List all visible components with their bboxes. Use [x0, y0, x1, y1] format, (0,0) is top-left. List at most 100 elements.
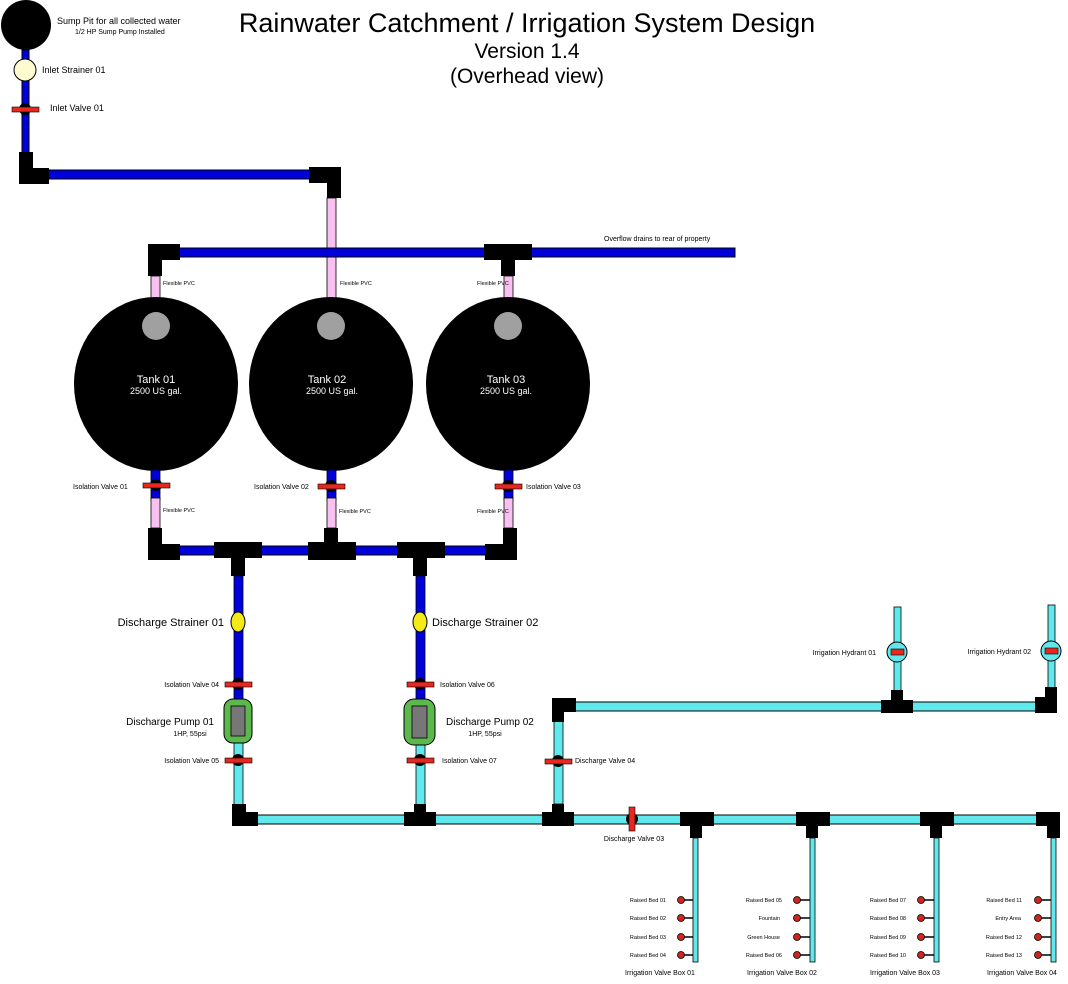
tee-fitting [404, 812, 436, 826]
flexible-pvc-pipe [150, 275, 161, 299]
tee-fitting [690, 812, 702, 838]
zone-valve [793, 896, 801, 904]
zone-label: Raised Bed 12 [986, 935, 1022, 941]
tank-outlets: Isolation Valve 01 Flexible PVC Isolatio… [73, 469, 581, 529]
pump-train-01: Discharge Strainer 01 Isolation Valve 04… [118, 575, 253, 811]
isolation-valve-06-label: Isolation Valve 06 [440, 682, 495, 689]
isolation-valve-03-label: Isolation Valve 03 [526, 484, 581, 491]
zone-valve [793, 933, 801, 941]
discharge-strainer [230, 611, 246, 633]
discharge-valve-04-label: Discharge Valve 04 [575, 758, 635, 765]
irrigation-valve-box-02: Raised Bed 05 Fountain Green House Raise… [746, 837, 817, 977]
overflow-header: Overflow drains to rear of property Flex… [148, 236, 736, 299]
zone-label: Raised Bed 01 [630, 898, 666, 904]
elbow-fitting [327, 167, 341, 198]
diagram-version: Version 1.4 [474, 40, 579, 63]
zone-valve [793, 914, 801, 922]
discharge-pump-01-label: Discharge Pump 01 [126, 717, 214, 728]
zone-valve [1034, 896, 1042, 904]
zone-valve [1034, 951, 1042, 959]
tee-fitting [231, 542, 245, 576]
pressure-main: Discharge Valve 03 [232, 804, 1060, 843]
tee-fitting [542, 812, 574, 826]
inlet-strainer [13, 58, 37, 82]
discharge-pump-01-spec: 1HP, 55psi [173, 731, 207, 738]
pressure-pipe [415, 737, 426, 811]
hydrant-valve-handle [1044, 647, 1059, 655]
irrigation-valve-box-04: Raised Bed 11 Entry Area Raised Bed 12 R… [986, 837, 1057, 977]
zone-label: Raised Bed 06 [746, 953, 782, 959]
flexible-pvc-label: Flexible PVC [477, 509, 509, 515]
discharge-valve-handle [628, 806, 636, 832]
valve-box-manifold [809, 837, 816, 963]
zone-valve [677, 951, 685, 959]
tank-hatch [317, 312, 345, 340]
isolation-valve-handle [224, 757, 253, 764]
discharge-valve-handle [544, 758, 573, 765]
valve-box-label: Irrigation Valve Box 03 [870, 970, 940, 977]
elbow-fitting [1045, 687, 1057, 713]
diagram-view-note: (Overhead view) [450, 65, 604, 88]
valve-box-label: Irrigation Valve Box 02 [747, 970, 817, 977]
zone-valve [1034, 933, 1042, 941]
tank-name: Tank 01 [137, 374, 176, 386]
isolation-valve-01-label: Isolation Valve 01 [73, 484, 128, 491]
flexible-pvc-pipe [503, 275, 514, 299]
hydrant-pipe [572, 701, 1044, 712]
flexible-pvc-label: Flexible PVC [477, 281, 509, 287]
tank-capacity: 2500 US gal. [306, 386, 358, 396]
flexible-pvc-label: Flexible PVC [340, 281, 372, 287]
zone-label: Entry Area [995, 916, 1022, 922]
tank-manifold [148, 528, 517, 576]
zone-label: Raised Bed 10 [870, 953, 906, 959]
pump-motor [411, 705, 428, 739]
tank-02: Tank 02 2500 US gal. [249, 297, 413, 471]
isolation-valve-handle [317, 483, 346, 490]
tee-fitting [930, 812, 942, 838]
discharge-strainer-02-label: Discharge Strainer 02 [432, 617, 538, 629]
zone-valve [793, 951, 801, 959]
elbow-fitting [552, 698, 564, 722]
zone-valve [1034, 914, 1042, 922]
tee-fitting [806, 812, 818, 838]
zone-valve [917, 896, 925, 904]
tank-01: Tank 01 2500 US gal. [74, 297, 238, 471]
overflow-pipe [174, 247, 736, 258]
flexible-pvc-pipe [150, 497, 161, 529]
flexible-pvc-label: Flexible PVC [163, 508, 195, 514]
zone-valve [677, 933, 685, 941]
flexible-pvc-label: Flexible PVC [339, 509, 371, 515]
inlet-valve-handle [11, 106, 40, 113]
elbow-fitting [148, 244, 162, 276]
tank-name: Tank 03 [487, 374, 526, 386]
isolation-valve-05-label: Isolation Valve 05 [164, 758, 219, 765]
flexible-pvc-label: Flexible PVC [163, 281, 195, 287]
zone-label: Raised Bed 02 [630, 916, 666, 922]
diagram-title: Rainwater Catchment / Irrigation System … [239, 8, 815, 38]
tee-fitting [324, 528, 338, 560]
inlet-strainer-label: Inlet Strainer 01 [42, 65, 106, 75]
zone-label: Raised Bed 08 [870, 916, 906, 922]
tank-body [74, 297, 238, 471]
isolation-valve-handle [494, 483, 523, 490]
tank-name: Tank 02 [308, 374, 347, 386]
tee-fitting [501, 244, 515, 276]
zone-valve [917, 951, 925, 959]
sump-pump-note: 1/2 HP Sump Pump Installed [75, 29, 165, 36]
zone-valve [677, 896, 685, 904]
irrigation-hydrant-02-label: Irrigation Hydrant 02 [968, 649, 1032, 656]
irrigation-valve-box-01: Raised Bed 01 Raised Bed 02 Raised Bed 0… [625, 837, 699, 977]
elbow-fitting [503, 528, 517, 560]
valve-box-label: Irrigation Valve Box 01 [625, 970, 695, 977]
tee-fitting [413, 542, 427, 576]
elbow-fitting [19, 168, 49, 184]
zone-valve [677, 914, 685, 922]
discharge-strainer-01-label: Discharge Strainer 01 [118, 617, 224, 629]
valve-box-manifold [1050, 837, 1057, 963]
tee-fitting [552, 804, 564, 818]
elbow-fitting [232, 812, 258, 826]
sump-pit [1, 0, 51, 50]
zone-valve [917, 914, 925, 922]
hydrant-branch: Discharge Valve 04 Irrigation Hydrant 01… [544, 604, 1062, 805]
